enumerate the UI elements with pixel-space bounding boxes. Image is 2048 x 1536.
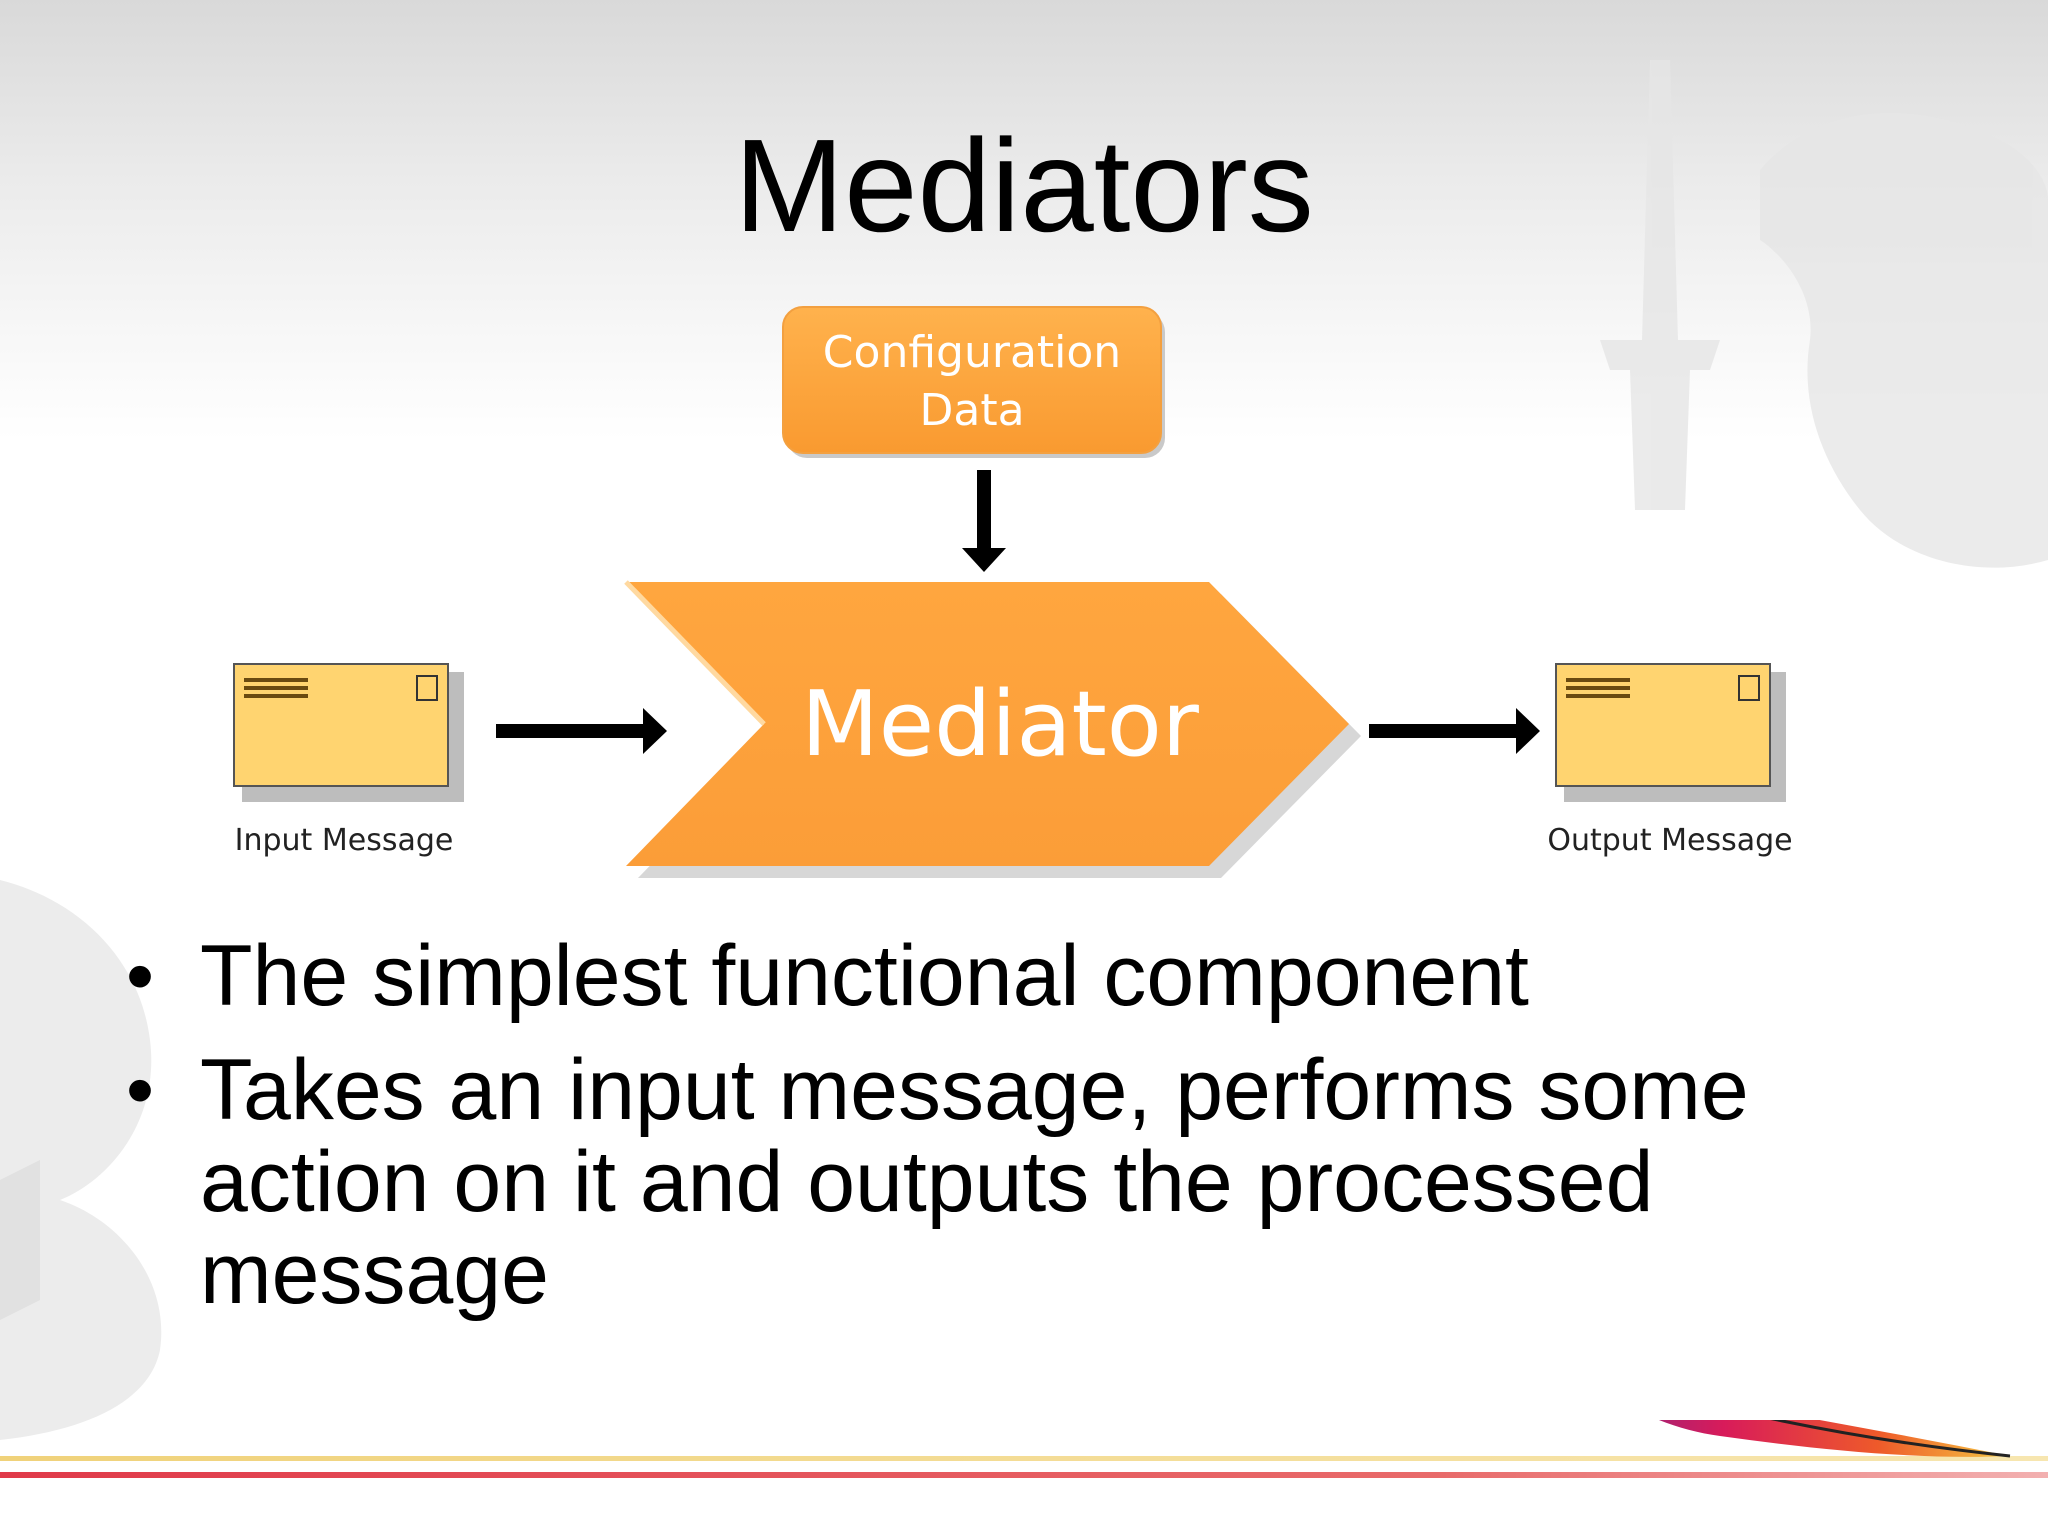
dragon-watermark-icon (1600, 60, 2048, 568)
config-data-box: Configuration Data (782, 306, 1165, 458)
bullet-list: • The simplest functional component • Ta… (120, 930, 1960, 1342)
input-message-label: Input Message (235, 823, 454, 858)
mediator-shape: Mediator (624, 580, 1361, 878)
slide-title: Mediators (734, 112, 1314, 259)
config-to-mediator-arrow (962, 470, 1006, 572)
config-data-label-line1: Configuration (823, 327, 1121, 378)
mediator-label: Mediator (801, 672, 1199, 777)
bullet-dot-icon: • (126, 1045, 155, 1134)
bullet-text: The simplest functional component (200, 928, 1529, 1024)
bullet-item: • The simplest functional component (120, 930, 1960, 1022)
input-message-envelope (233, 663, 464, 802)
bullet-text: Takes an input message, performs some ac… (200, 1042, 1749, 1322)
mediator-to-output-arrow (1369, 708, 1540, 754)
config-data-label-line2: Data (919, 385, 1024, 436)
feather-icon (1658, 1420, 2011, 1458)
bullet-dot-icon: • (126, 931, 155, 1020)
input-to-mediator-arrow (496, 708, 667, 754)
dragon-watermark-icon (0, 880, 162, 1440)
output-message-label: Output Message (1547, 823, 1792, 858)
output-message-envelope (1555, 663, 1786, 802)
bullet-item: • Takes an input message, performs some … (120, 1044, 1960, 1320)
footer-decoration (0, 1420, 2048, 1478)
